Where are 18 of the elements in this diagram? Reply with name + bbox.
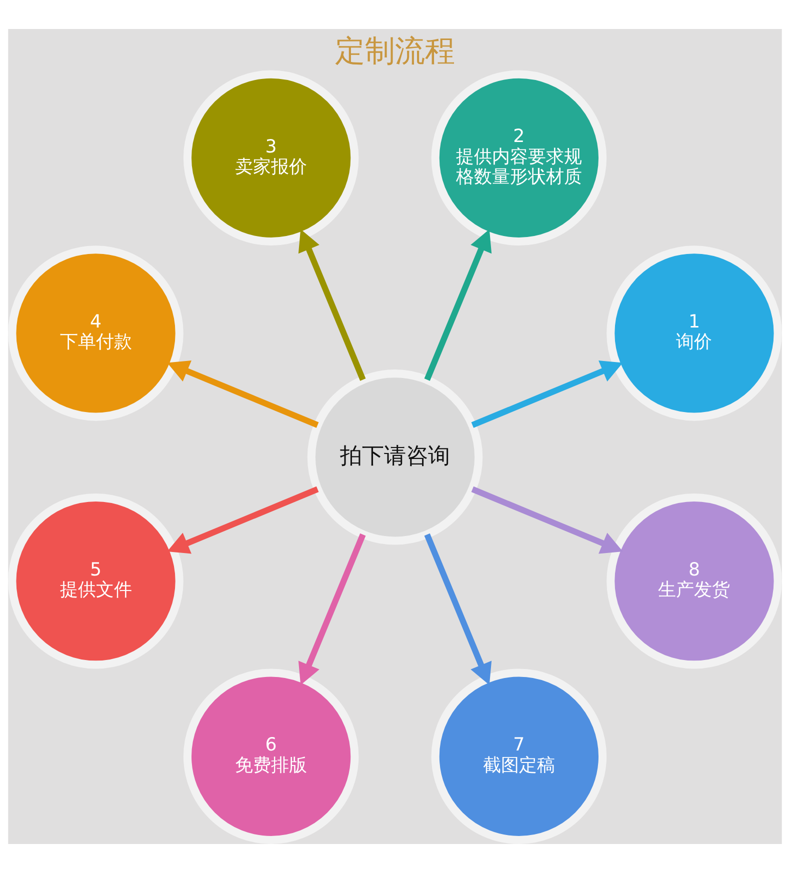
- arrow: [471, 360, 623, 428]
- node-circle: 5 提供文件: [8, 492, 184, 668]
- node-circle: 4 下单付款: [8, 245, 184, 420]
- node-circle: 8 生产发货: [606, 492, 782, 668]
- node-circle: 拍下请咨询: [307, 369, 483, 544]
- node-circle: 1 询价: [606, 245, 782, 420]
- arrow: [298, 532, 366, 684]
- arrow: [424, 532, 492, 684]
- node-circle: 3 卖家报价: [183, 70, 359, 246]
- arrow: [167, 486, 319, 554]
- arrow: [471, 486, 623, 554]
- node-circle: 2 提供内容要求规格数量形状材质: [431, 70, 607, 246]
- node-circle: 6 免费排版: [183, 668, 359, 844]
- node-circle: 7 截图定稿: [431, 668, 607, 844]
- arrow: [424, 228, 492, 380]
- arrow: [298, 228, 366, 380]
- arrow: [167, 360, 319, 428]
- diagram-title: 定制流程: [335, 34, 456, 69]
